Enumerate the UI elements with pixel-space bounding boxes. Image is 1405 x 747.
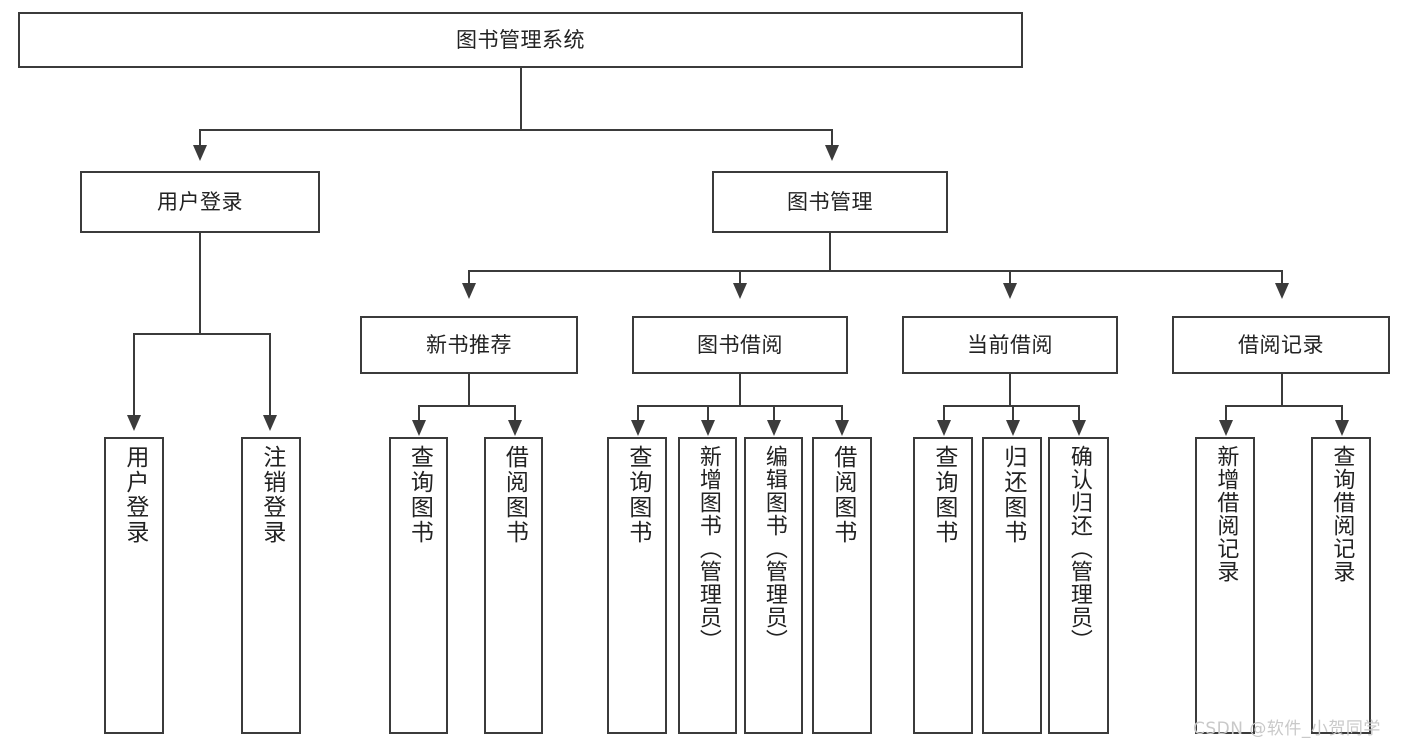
node-label: 图书管理系统 [456, 27, 585, 52]
connector-book-manage-trunk [829, 233, 831, 271]
arrow-current-child-2 [1006, 420, 1020, 436]
node-label: 查询图书 [930, 445, 957, 545]
connector-borrow-bus [637, 405, 843, 407]
node-label: 借阅图书 [501, 445, 528, 545]
node-label: 用户登录 [157, 189, 243, 214]
node-label: 当前借阅 [967, 332, 1053, 357]
node-label: 用户登录 [121, 445, 148, 545]
node-current-borrow[interactable]: 当前借阅 [902, 316, 1118, 374]
arrow-borrow-child-1 [631, 420, 645, 436]
connector-user-login-trunk [199, 233, 201, 334]
connector-book-manage-drop-4 [1281, 270, 1283, 284]
leaf-current-query-book[interactable]: 查询图书 [913, 437, 973, 734]
node-label: 查询借阅记录 [1329, 445, 1355, 583]
node-label: 图书借阅 [697, 332, 783, 357]
leaf-borrow-edit-book-admin[interactable]: 编辑图书（管理员） [744, 437, 803, 734]
arrow-borrow-child-2 [701, 420, 715, 436]
connector-book-manage-drop-1 [468, 270, 470, 284]
arrow-to-logout-leaf [263, 415, 277, 431]
leaf-current-return-book[interactable]: 归还图书 [982, 437, 1042, 734]
leaf-recommend-query-book[interactable]: 查询图书 [389, 437, 448, 734]
arrow-current-child-1 [937, 420, 951, 436]
leaf-logout[interactable]: 注销登录 [241, 437, 301, 734]
arrow-to-user-login-leaf [127, 415, 141, 431]
node-book-manage[interactable]: 图书管理 [712, 171, 948, 233]
connector-root-drop-left [199, 129, 201, 147]
connector-user-login-drop-2 [269, 333, 271, 417]
arrow-recommend-child-1 [412, 420, 426, 436]
connector-record-bus [1225, 405, 1343, 407]
leaf-record-add-record[interactable]: 新增借阅记录 [1195, 437, 1255, 734]
arrow-current-child-3 [1072, 420, 1086, 436]
connector-recommend-bus [418, 405, 516, 407]
connector-recommend-drop-1 [418, 405, 420, 421]
node-new-book-recommend[interactable]: 新书推荐 [360, 316, 578, 374]
leaf-record-query-record[interactable]: 查询借阅记录 [1311, 437, 1371, 734]
connector-borrow-drop-1 [637, 405, 639, 421]
connector-recommend-trunk [468, 374, 470, 406]
arrow-to-user-login [193, 145, 207, 161]
node-label: 借阅记录 [1238, 332, 1324, 357]
connector-current-bus [943, 405, 1079, 407]
arrow-borrow-child-4 [835, 420, 849, 436]
arrow-to-book-borrow [733, 283, 747, 299]
node-label: 确认归还（管理员） [1066, 445, 1092, 652]
arrow-recommend-child-2 [508, 420, 522, 436]
node-user-login[interactable]: 用户登录 [80, 171, 320, 233]
watermark-text: CSDN @软件_小贺同学 [1193, 719, 1381, 739]
leaf-borrow-borrow-book[interactable]: 借阅图书 [812, 437, 872, 734]
connector-user-login-drop-1 [133, 333, 135, 417]
node-label: 图书管理 [787, 189, 873, 214]
node-label: 新增借阅记录 [1213, 445, 1239, 583]
connector-current-drop-3 [1078, 405, 1080, 421]
node-label: 归还图书 [999, 445, 1026, 545]
connector-root-drop-right [831, 129, 833, 147]
leaf-borrow-add-book-admin[interactable]: 新增图书（管理员） [678, 437, 737, 734]
leaf-current-confirm-return-admin[interactable]: 确认归还（管理员） [1048, 437, 1109, 734]
node-label: 查询图书 [406, 445, 433, 545]
connector-record-drop-2 [1341, 405, 1343, 421]
leaf-recommend-borrow-book[interactable]: 借阅图书 [484, 437, 543, 734]
node-label: 编辑图书（管理员） [761, 445, 787, 652]
node-label: 新书推荐 [426, 332, 512, 357]
node-book-borrow[interactable]: 图书借阅 [632, 316, 848, 374]
leaf-borrow-query-book[interactable]: 查询图书 [607, 437, 667, 734]
arrow-to-current-borrow [1003, 283, 1017, 299]
connector-root-bus [199, 129, 832, 131]
arrow-borrow-child-3 [767, 420, 781, 436]
connector-borrow-trunk [739, 374, 741, 406]
connector-current-trunk [1009, 374, 1011, 406]
node-label: 注销登录 [258, 445, 285, 545]
arrow-to-borrow-record [1275, 283, 1289, 299]
leaf-user-login[interactable]: 用户登录 [104, 437, 164, 734]
connector-record-trunk [1281, 374, 1283, 406]
connector-borrow-drop-4 [841, 405, 843, 421]
connector-root-trunk [520, 68, 522, 130]
connector-borrow-drop-2 [707, 405, 709, 421]
connector-recommend-drop-2 [514, 405, 516, 421]
arrow-record-child-2 [1335, 420, 1349, 436]
node-borrow-record[interactable]: 借阅记录 [1172, 316, 1390, 374]
node-label: 新增图书（管理员） [695, 445, 721, 652]
connector-book-manage-bus [468, 270, 1281, 272]
node-label: 借阅图书 [829, 445, 856, 545]
arrow-to-new-book-recommend [462, 283, 476, 299]
node-root-system[interactable]: 图书管理系统 [18, 12, 1023, 68]
connector-borrow-drop-3 [773, 405, 775, 421]
node-label: 查询图书 [624, 445, 651, 545]
connector-current-drop-2 [1012, 405, 1014, 421]
connector-user-login-bus [133, 333, 269, 335]
arrow-to-book-manage [825, 145, 839, 161]
arrow-record-child-1 [1219, 420, 1233, 436]
connector-book-manage-drop-3 [1009, 270, 1011, 284]
connector-book-manage-drop-2 [739, 270, 741, 284]
connector-current-drop-1 [943, 405, 945, 421]
connector-record-drop-1 [1225, 405, 1227, 421]
